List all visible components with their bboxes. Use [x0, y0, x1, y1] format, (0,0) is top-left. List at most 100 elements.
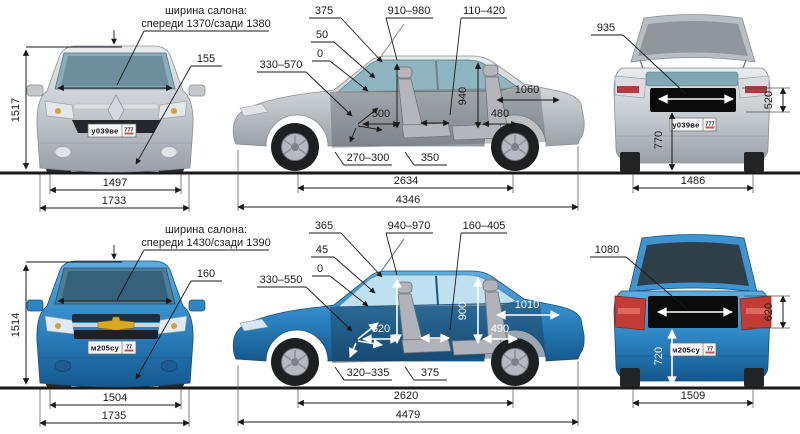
side-view-bottom: [232, 238, 585, 387]
leader-line: [329, 275, 369, 307]
dim-label-loading-height: 770: [653, 131, 665, 149]
mirror-right: [188, 84, 206, 97]
taillight-segment: [618, 308, 640, 314]
dim-label-clearance: 160: [197, 268, 215, 280]
b-pillar: [435, 275, 439, 306]
plate-region: 77: [126, 345, 132, 351]
wheel: [620, 152, 640, 172]
plate-region: 777: [124, 128, 133, 134]
dim-label-height: 1514: [10, 313, 22, 337]
rear-view-bottom: м205су 77: [613, 234, 772, 387]
leader-tick: [334, 151, 345, 166]
wheel: [744, 368, 764, 387]
dim-label-stack-0: 365: [315, 220, 333, 232]
headlight: [239, 103, 269, 117]
leader-line: [622, 34, 687, 95]
windshield-shade: [61, 56, 169, 86]
dim-label-width: 1733: [102, 195, 126, 207]
mirror-left: [26, 84, 44, 97]
dim-label-track: 1497: [103, 177, 127, 189]
leader-line: [449, 17, 462, 116]
mirror-left: [26, 299, 44, 312]
front-seat: [396, 66, 452, 139]
taillight-red: [617, 86, 639, 93]
leader-tick: [404, 366, 415, 381]
dim-label-rear-track: 1509: [681, 390, 705, 402]
pedal-arrow: [357, 338, 383, 349]
fog-light-left: [54, 360, 72, 372]
dim-label-rear-cushion: 480: [491, 108, 509, 120]
dim-label-sill: 375: [421, 367, 439, 379]
rear-wheel: [490, 122, 540, 172]
taillight-segment: [746, 308, 768, 314]
leader-line: [385, 17, 398, 61]
rear-glass: [645, 71, 739, 87]
dim-label-opening-width: 1080: [595, 244, 619, 256]
license-plate-front-top: у039ве 777: [87, 123, 137, 138]
pedal-arrow: [357, 322, 379, 340]
dim-label-track: 1504: [103, 392, 127, 404]
dim-label-stack-0: 375: [315, 5, 333, 17]
windshield-shade: [61, 271, 169, 301]
dim-label-opening-width: 935: [597, 22, 615, 34]
dim-label-parcel: 1060: [515, 84, 539, 96]
dim-label-length: 4479: [396, 409, 420, 421]
headlight-bulb: [171, 108, 177, 114]
leader-tick: [334, 366, 345, 381]
leader-line: [333, 41, 376, 79]
dim-label-loading-height: 720: [653, 347, 665, 365]
dim-label-pedal-range: 330–570: [260, 59, 303, 71]
dim-label-wheelbase: 2634: [394, 175, 418, 187]
dim-label-length: 4346: [396, 194, 420, 206]
glasshouse: [337, 274, 517, 308]
dim-label-rear-headroom: 940: [457, 87, 469, 105]
dim-label-stack-1: 50: [316, 29, 328, 41]
ground-line-bottom: [0, 386, 800, 390]
license-plate-rear-top: у039ве 777: [669, 117, 717, 132]
plate-number: м205су: [672, 346, 701, 355]
leader-line: [329, 60, 369, 92]
leader-line: [625, 256, 687, 309]
wheel: [744, 152, 764, 172]
dim-label-stack-2: 0: [317, 48, 323, 60]
front-view-top: у039ве 777: [26, 45, 206, 173]
leader-line: [116, 249, 145, 301]
mirror-right: [188, 299, 206, 312]
dim-label-width: 1735: [102, 410, 126, 422]
side-view-top: [232, 23, 585, 172]
dim-label-rear-headroom: 900: [457, 302, 469, 320]
dim-label-floor-clearance: 270–300: [347, 152, 390, 164]
taillight-red: [745, 86, 767, 93]
pedal-arrow: [348, 342, 358, 358]
headlight-bulb: [55, 108, 61, 114]
pedal-arrow: [349, 127, 357, 143]
headlight: [239, 318, 269, 332]
rear-wheel: [490, 337, 540, 387]
dim-label-rear-range: 160–405: [463, 220, 506, 232]
rear-seat: [451, 64, 509, 141]
dim-label-opening-height: 520: [763, 91, 775, 109]
dim-label-pedal-range: 330–550: [260, 274, 303, 286]
fog-light-right: [160, 146, 178, 158]
dim-label-wheelbase: 2620: [394, 390, 418, 402]
dim-label-parcel: 1010: [515, 299, 539, 311]
wheel: [620, 368, 640, 387]
leader-line: [333, 256, 376, 294]
front-wheel: [270, 337, 320, 387]
dim-label-front-cushion: 500: [372, 108, 390, 120]
top-row: у039ве 777 1517 ширина салона: спереди 1…: [10, 5, 790, 212]
trunk-lid-lining: [638, 21, 748, 56]
dim-label-stack-1: 45: [316, 244, 328, 256]
ground-line-top: [0, 171, 800, 175]
b-pillar: [435, 60, 439, 91]
leader-line: [135, 65, 192, 165]
glasshouse: [337, 59, 517, 93]
headlight-bulb: [55, 323, 61, 329]
trunk-opening: [650, 88, 736, 112]
rear-view-top: у039ве 777: [613, 14, 771, 172]
front-view-bottom: м205су 77: [26, 260, 206, 388]
leader-line: [305, 71, 353, 117]
chevrolet-logo-icon: [97, 316, 135, 334]
trunk-lid-lining: [637, 242, 749, 286]
